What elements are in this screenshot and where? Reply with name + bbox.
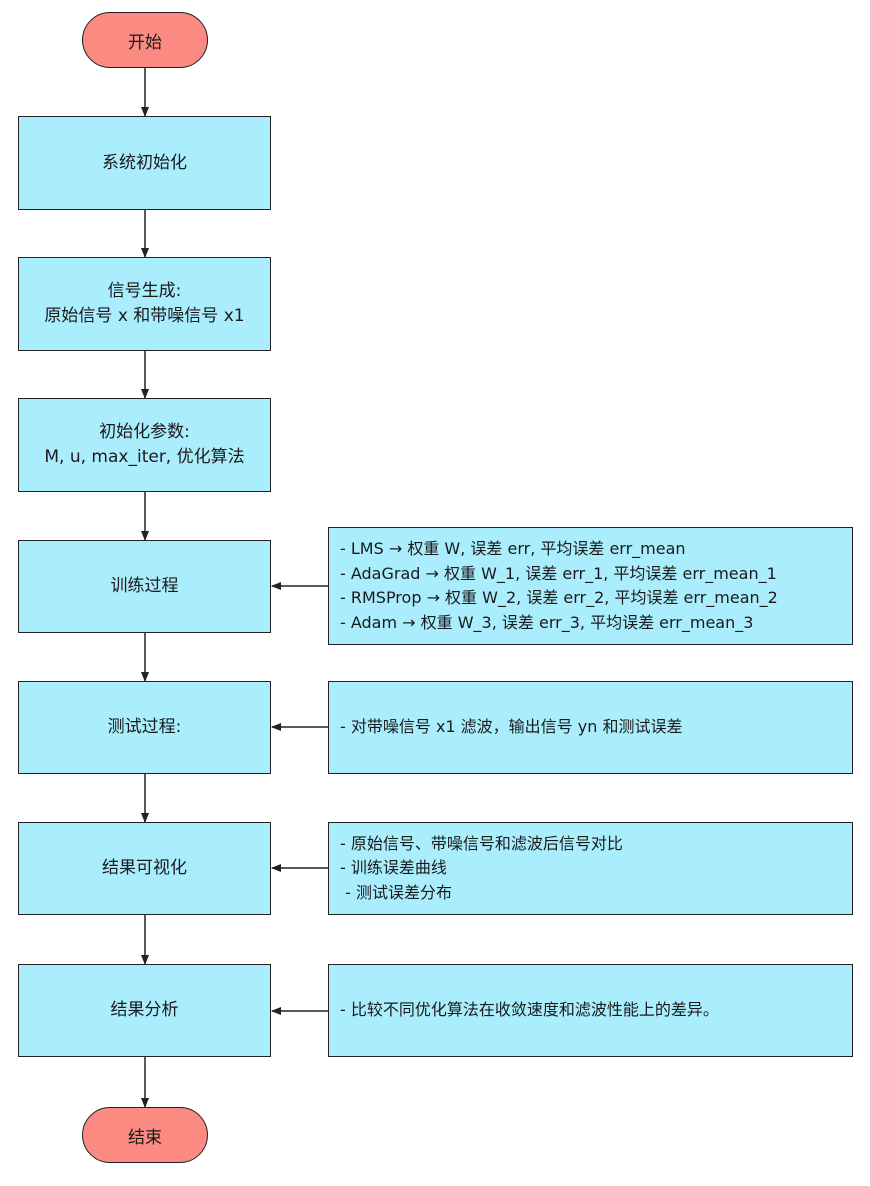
note-line: - 比较不同优化算法在收敛速度和滤波性能上的差异。 — [340, 1000, 719, 1020]
step-sublabel: 原始信号 x 和带噪信号 x1 — [44, 306, 245, 326]
step-label: 信号生成: — [107, 281, 182, 301]
step-label: 初始化参数: — [99, 422, 190, 442]
step-testing: 测试过程: — [18, 681, 271, 774]
note-line: - RMSProp → 权重 W_2, 误差 err_2, 平均误差 err_m… — [340, 588, 778, 607]
note-line: - 对带噪信号 x1 滤波，输出信号 yn 和测试误差 — [340, 717, 683, 737]
step-label: 结果分析 — [110, 1000, 179, 1020]
start-node: 开始 — [82, 12, 208, 68]
note-line: - 测试误差分布 — [340, 882, 452, 902]
note-line: - AdaGrad → 权重 W_1, 误差 err_1, 平均误差 err_m… — [340, 563, 777, 583]
step-param-init: 初始化参数: M, u, max_iter, 优化算法 — [18, 398, 271, 492]
note-training: - LMS → 权重 W, 误差 err, 平均误差 err_mean - Ad… — [328, 527, 853, 645]
step-sublabel: M, u, max_iter, 优化算法 — [44, 447, 245, 467]
note-analysis: - 比较不同优化算法在收敛速度和滤波性能上的差异。 — [328, 964, 853, 1057]
step-signal-generation: 信号生成: 原始信号 x 和带噪信号 x1 — [18, 257, 271, 351]
step-label: 训练过程 — [110, 576, 179, 596]
note-visualization: - 原始信号、带噪信号和滤波后信号对比 - 训练误差曲线 - 测试误差分布 — [328, 822, 853, 915]
note-testing: - 对带噪信号 x1 滤波，输出信号 yn 和测试误差 — [328, 681, 853, 774]
end-label: 结束 — [128, 1127, 162, 1148]
step-training: 训练过程 — [18, 540, 271, 633]
note-line: - 原始信号、带噪信号和滤波后信号对比 — [340, 833, 623, 853]
note-line: - 训练误差曲线 — [340, 858, 447, 878]
note-line: - LMS → 权重 W, 误差 err, 平均误差 err_mean — [340, 539, 686, 558]
step-analysis: 结果分析 — [18, 964, 271, 1057]
step-label: 系统初始化 — [102, 152, 187, 173]
end-node: 结束 — [82, 1107, 208, 1163]
step-label: 测试过程: — [107, 717, 182, 737]
step-label: 结果可视化 — [102, 858, 187, 878]
step-system-init: 系统初始化 — [18, 116, 271, 210]
note-line: - Adam → 权重 W_3, 误差 err_3, 平均误差 err_mean… — [340, 612, 754, 632]
start-label: 开始 — [128, 32, 162, 53]
step-visualization: 结果可视化 — [18, 822, 271, 915]
